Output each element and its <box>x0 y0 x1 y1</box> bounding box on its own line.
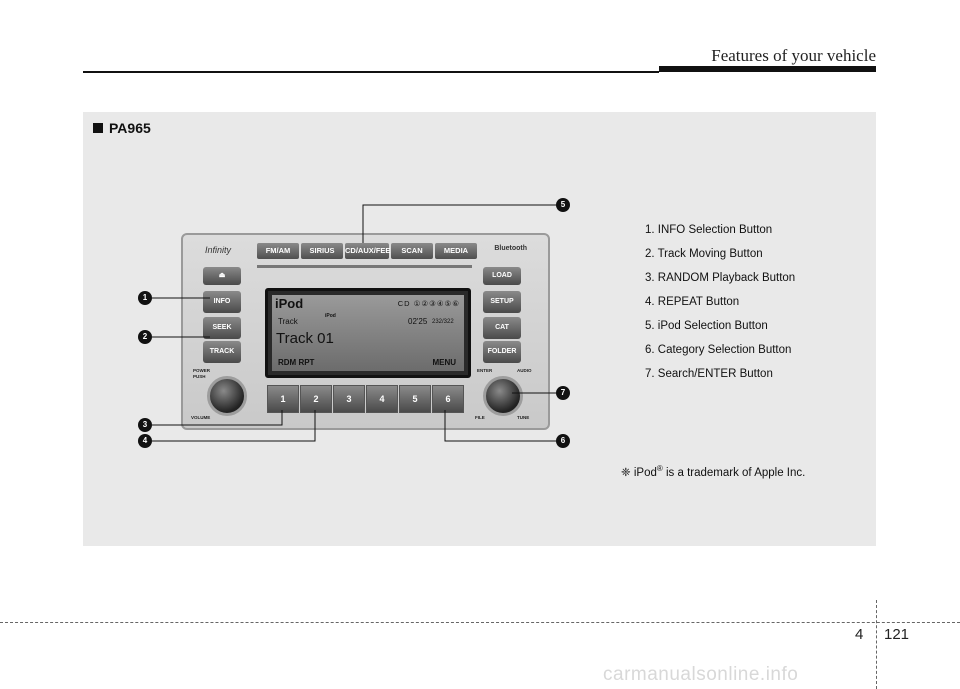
note-symbol-icon: ❈ <box>621 466 631 479</box>
scan-button[interactable]: SCAN <box>391 243 433 259</box>
tune-label: TUNE <box>517 415 530 420</box>
legend-item-2: 2. Track Moving Button <box>645 248 763 260</box>
legend-item-3: 3. RANDOM Playback Button <box>645 272 796 284</box>
preset-button-2[interactable]: 2 <box>300 385 332 413</box>
legend-item-4: 4. REPEAT Button <box>645 296 740 308</box>
display-track-name: Track 01 <box>276 330 334 347</box>
trademark-text: is a trademark of Apple Inc. <box>665 466 806 479</box>
tune-knob[interactable] <box>483 376 523 416</box>
power-label: POWER <box>193 368 211 373</box>
cd-aux-button[interactable]: CD/AUX/FEE <box>345 243 390 259</box>
enter-label: ENTER <box>477 368 493 373</box>
registered-mark: ® <box>656 464 663 473</box>
volume-knob[interactable] <box>207 376 247 416</box>
section-title-text: PA965 <box>109 120 151 136</box>
watermark: carmanualsonline.info <box>603 664 799 685</box>
info-button[interactable]: INFO <box>203 291 241 313</box>
display-track-count: 232/322 <box>432 319 454 325</box>
callout-1: 1 <box>138 291 152 305</box>
display-indicators: CD ①②③④⑤⑥ <box>397 299 460 308</box>
brand-logo: Infinity <box>205 245 232 255</box>
seek-button[interactable]: SEEK <box>203 317 241 339</box>
callout-7: 7 <box>556 386 570 400</box>
bluetooth-label: Bluetooth <box>494 245 527 252</box>
lcd-display: iPod iPod CD ①②③④⑤⑥ Track 02'25 232/322 … <box>265 288 471 378</box>
trademark-note: ❈ iPod® is a trademark of Apple Inc. <box>621 464 805 479</box>
eject-button[interactable]: ⏏ <box>203 267 241 285</box>
disc-slot <box>257 265 472 268</box>
trademark-name: iPod <box>633 466 657 479</box>
load-button[interactable]: LOAD <box>483 267 521 285</box>
push-label: PUSH <box>193 374 206 379</box>
preset-button-1[interactable]: 1 <box>267 385 299 413</box>
track-button[interactable]: TRACK <box>203 341 241 363</box>
footer-rule <box>0 622 960 623</box>
callout-6: 6 <box>556 434 570 448</box>
lcd-panel: iPod iPod CD ①②③④⑤⑥ Track 02'25 232/322 … <box>272 295 464 371</box>
sirius-button[interactable]: SIRIUS <box>301 243 343 259</box>
media-button[interactable]: MEDIA <box>435 243 477 259</box>
legend-item-7: 7. Search/ENTER Button <box>645 368 773 380</box>
callout-5: 5 <box>556 198 570 212</box>
radio-head-unit: Infinity FM/AM SIRIUS CD/AUX/FEE SCAN ME… <box>181 233 550 430</box>
display-source-small: iPod <box>325 313 336 319</box>
display-modes: RDM RPT <box>278 358 315 367</box>
fm-am-button[interactable]: FM/AM <box>257 243 299 259</box>
legend-item-1: 1. INFO Selection Button <box>645 224 773 236</box>
header-rule-accent <box>659 66 876 72</box>
cat-button[interactable]: CAT <box>483 317 521 339</box>
page-number: 121 <box>884 626 910 643</box>
preset-button-4[interactable]: 4 <box>366 385 398 413</box>
display-menu: MENU <box>432 358 456 367</box>
radio-top-bar: Infinity FM/AM SIRIUS CD/AUX/FEE SCAN ME… <box>201 243 531 261</box>
file-label: FILE <box>475 415 485 420</box>
audio-label: AUDIO <box>517 368 532 373</box>
header-rule <box>83 71 659 73</box>
display-time: 02'25 <box>408 317 428 326</box>
legend-item-6: 6. Category Selection Button <box>645 344 792 356</box>
preset-button-5[interactable]: 5 <box>399 385 431 413</box>
setup-button[interactable]: SETUP <box>483 291 521 313</box>
footer-divider <box>876 600 877 689</box>
page-header-title: Features of your vehicle <box>711 46 876 65</box>
volume-label: VOLUME <box>191 415 211 420</box>
square-bullet-icon <box>93 123 103 133</box>
callout-4: 4 <box>138 434 152 448</box>
callout-3: 3 <box>138 418 152 432</box>
section-title: PA965 <box>93 120 151 136</box>
preset-button-6[interactable]: 6 <box>432 385 464 413</box>
preset-button-3[interactable]: 3 <box>333 385 365 413</box>
legend-item-5: 5. iPod Selection Button <box>645 320 768 332</box>
folder-button[interactable]: FOLDER <box>483 341 521 363</box>
display-track-label: Track <box>278 317 298 326</box>
callout-2: 2 <box>138 330 152 344</box>
display-source: iPod <box>275 296 304 311</box>
chapter-number: 4 <box>855 626 864 643</box>
